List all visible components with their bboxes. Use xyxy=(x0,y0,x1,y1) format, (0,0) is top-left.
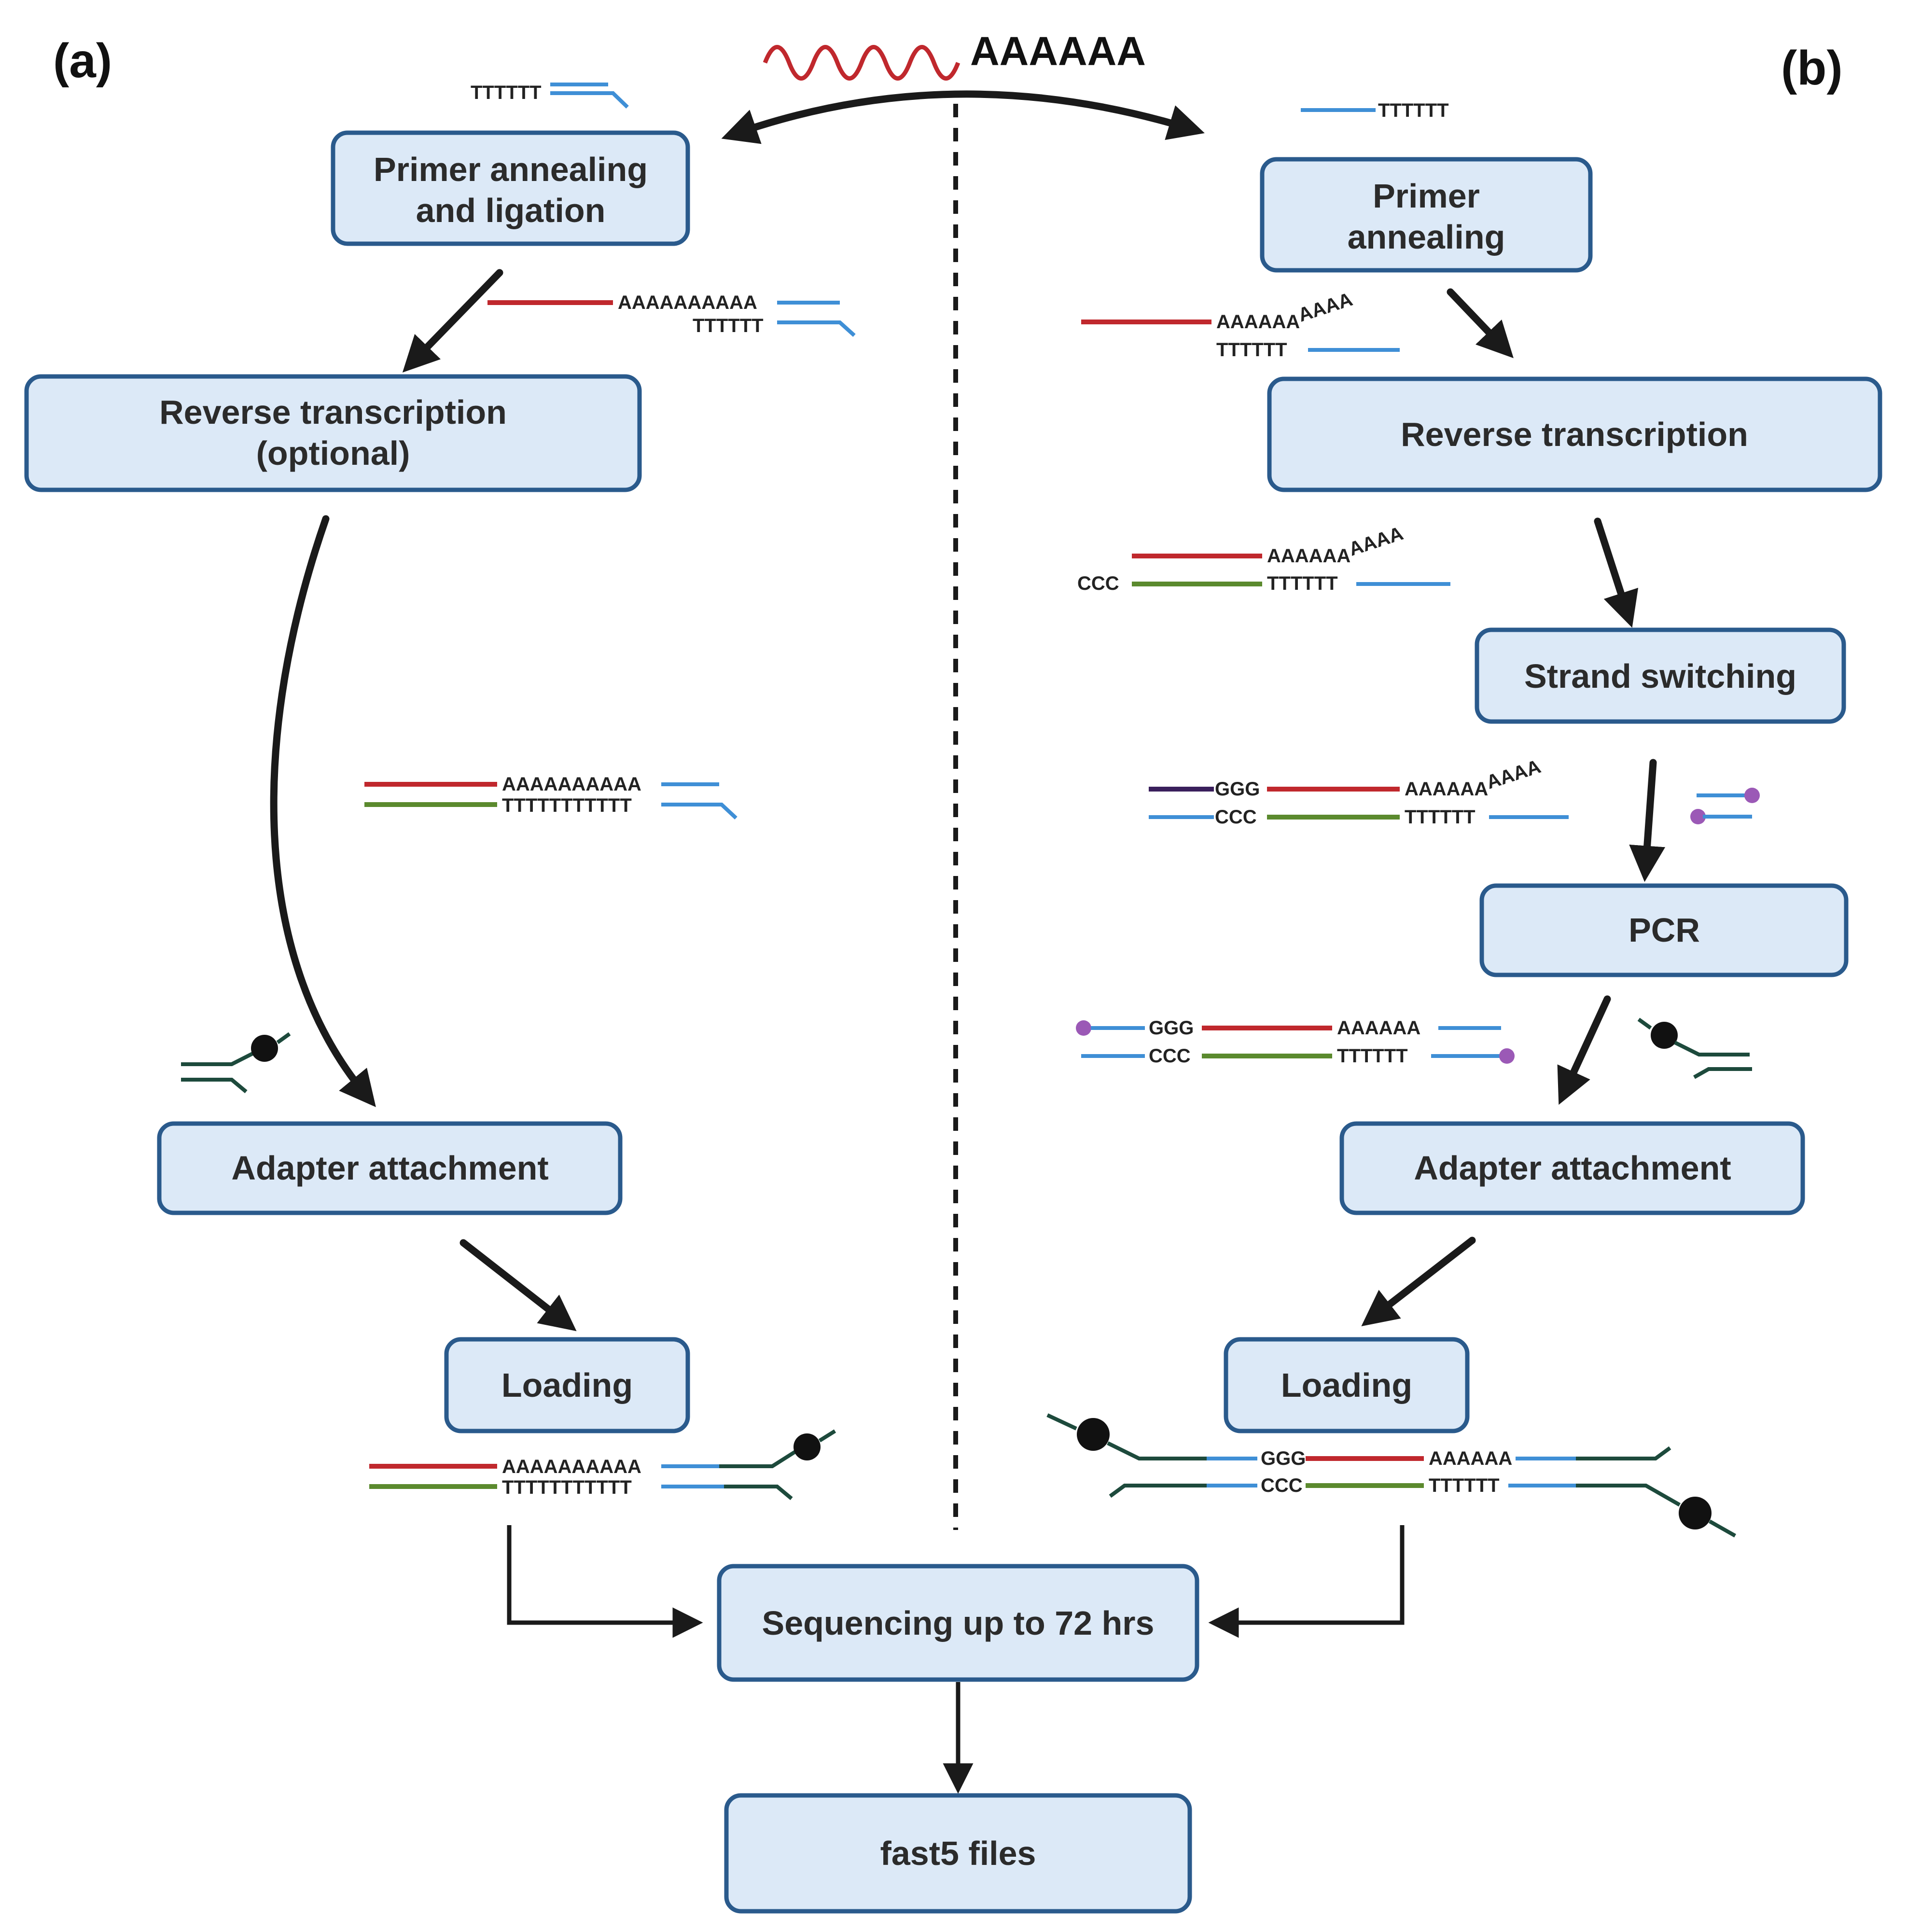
step-left-loading: Loading xyxy=(444,1337,690,1433)
arrow-pcr-to-adapter xyxy=(1557,995,1611,1105)
right-switched-a-tail: AAAA xyxy=(1484,756,1543,793)
arrow-right-adapter-to-loading xyxy=(1361,1237,1476,1326)
left-ligated-a-label: AAAAAAAAAA xyxy=(618,292,757,313)
right-rt-a-label: AAAAAA xyxy=(1267,545,1350,567)
step-fast5-output: fast5 files xyxy=(724,1793,1192,1914)
right-adapter-label: Adapter attachment xyxy=(1414,1149,1731,1187)
arrow-annealing-to-rt xyxy=(1447,288,1514,359)
sequencing-label: Sequencing up to 72 hrs xyxy=(762,1604,1155,1642)
right-product-a-label: AAAAAA xyxy=(1337,1017,1420,1039)
left-adapter-glyph xyxy=(181,1032,291,1094)
arrow-rt-to-strand-switching xyxy=(1594,517,1639,628)
product-tag-icon-2 xyxy=(1499,1048,1515,1064)
pcr-primer-glyph xyxy=(1690,788,1760,824)
right-library-g-label: GGG xyxy=(1261,1448,1306,1469)
panel-label-b: (b) xyxy=(1781,41,1843,95)
right-annealed-glyph: AAAAAA AAAA TTTTTT xyxy=(1081,289,1400,361)
step-primer-annealing: Primer annealing xyxy=(1260,157,1593,273)
rna-wave xyxy=(763,45,960,81)
motor-protein-icon xyxy=(251,1035,278,1062)
right-switched-g-label: GGG xyxy=(1215,778,1260,800)
right-loading-label: Loading xyxy=(1281,1366,1412,1404)
step-sequencing: Sequencing up to 72 hrs xyxy=(717,1564,1199,1682)
step-strand-switching: Strand switching xyxy=(1475,627,1846,724)
right-library-glyph: GGG AAAAAA CCC TTTTTT xyxy=(1046,1413,1736,1538)
right-library-c-label: CCC xyxy=(1261,1475,1303,1496)
strand-switching-label: Strand switching xyxy=(1524,657,1796,695)
left-library-motor-icon xyxy=(793,1433,821,1460)
step-right-reverse-transcription: Reverse transcription xyxy=(1267,376,1882,492)
right-switched-glyph: GGG AAAAAA AAAA CCC TTTTTT xyxy=(1149,756,1569,828)
right-rt-label: Reverse transcription xyxy=(1401,416,1748,453)
right-library-a-label: AAAAAA xyxy=(1429,1448,1512,1469)
right-library-motor-icon xyxy=(1077,1418,1110,1451)
left-ligated-t-label: TTTTTT xyxy=(693,315,764,336)
left-duplex-t-label: TTTTTTTTTTT xyxy=(502,795,632,816)
right-switched-t-label: TTTTTT xyxy=(1405,806,1475,828)
right-primer-t-label: TTTTTT xyxy=(1378,100,1449,121)
arrow-right-to-sequencing xyxy=(1208,1525,1405,1638)
arrow-strand-switching-to-pcr xyxy=(1629,759,1666,882)
left-duplex-glyph: AAAAAAAAAA TTTTTTTTTTT xyxy=(364,774,738,820)
primer-annealing-line2: annealing xyxy=(1348,218,1505,256)
step-left-adapter-attachment: Adapter attachment xyxy=(157,1121,623,1215)
right-switched-a-label: AAAAAA xyxy=(1405,778,1488,800)
fast5-files-label: fast5 files xyxy=(880,1835,1036,1872)
right-library-t-label: TTTTTT xyxy=(1429,1475,1500,1496)
left-primer-glyph: TTTTTT xyxy=(471,82,629,109)
left-adapter-label: Adapter attachment xyxy=(231,1149,548,1187)
left-library-glyph: AAAAAAAAAA TTTTTTTTTTT xyxy=(369,1429,836,1501)
step-reverse-transcription-optional: Reverse transcription (optional) xyxy=(24,374,642,492)
right-primer-glyph: TTTTTT xyxy=(1301,100,1449,121)
right-annealed-a-label: AAAAAA xyxy=(1216,311,1300,333)
pcr-tag-icon xyxy=(1744,788,1760,803)
left-ligated-glyph: AAAAAAAAAA TTTTTT xyxy=(487,292,856,337)
left-primer-t-label: TTTTTT xyxy=(471,82,542,103)
arrow-ligation-to-rt xyxy=(402,269,503,373)
right-product-g-label: GGG xyxy=(1149,1017,1194,1039)
right-motor-protein-icon xyxy=(1651,1022,1678,1049)
right-annealed-a-tail: AAAA xyxy=(1295,289,1355,326)
primer-annealing-line1: Primer xyxy=(1373,177,1480,215)
left-duplex-a-label: AAAAAAAAAA xyxy=(502,774,641,795)
primer-ligation-line1: Primer annealing xyxy=(374,151,648,188)
step-right-loading: Loading xyxy=(1224,1337,1470,1433)
step-primer-annealing-ligation: Primer annealing and ligation xyxy=(331,130,690,246)
input-rna: AAAAAA xyxy=(763,28,1146,81)
left-library-a-label: AAAAAAAAAA xyxy=(502,1456,641,1477)
arrow-left-adapter-to-loading xyxy=(459,1239,577,1332)
pcr-tag-icon-2 xyxy=(1690,809,1706,824)
right-switched-c-label: CCC xyxy=(1215,806,1257,828)
step-right-adapter-attachment: Adapter attachment xyxy=(1339,1121,1805,1215)
arrow-left-to-sequencing xyxy=(507,1525,703,1638)
arrow-rt-to-adapter xyxy=(270,515,376,1107)
left-library-t-label: TTTTTTTTTTT xyxy=(502,1477,632,1498)
right-adapter-glyph xyxy=(1637,1017,1752,1079)
rt-optional-line2: (optional) xyxy=(256,434,410,472)
right-annealed-t-label: TTTTTT xyxy=(1216,339,1287,361)
right-product-c-label: CCC xyxy=(1149,1045,1191,1067)
right-rt-a-tail: AAAA xyxy=(1346,523,1406,560)
split-arrow xyxy=(721,90,1205,144)
right-library-motor-icon-2 xyxy=(1679,1497,1712,1529)
primer-ligation-line2: and ligation xyxy=(416,192,606,229)
right-rt-t-label: TTTTTT xyxy=(1267,573,1338,594)
pcr-label: PCR xyxy=(1629,911,1700,949)
input-polya-label: AAAAAA xyxy=(970,28,1146,74)
right-pcr-product-glyph: GGG AAAAAA CCC TTTTTT xyxy=(1076,1017,1515,1067)
left-loading-label: Loading xyxy=(501,1366,633,1404)
rt-optional-line1: Reverse transcription xyxy=(159,393,507,431)
step-pcr: PCR xyxy=(1479,883,1849,977)
panel-label-a: (a) xyxy=(53,34,112,88)
right-rt-glyph: AAAAAA AAAA CCC TTTTTT xyxy=(1077,523,1450,594)
right-rt-c-label: CCC xyxy=(1077,573,1119,594)
right-product-t-label: TTTTTT xyxy=(1337,1045,1408,1067)
product-tag-icon xyxy=(1076,1020,1091,1036)
